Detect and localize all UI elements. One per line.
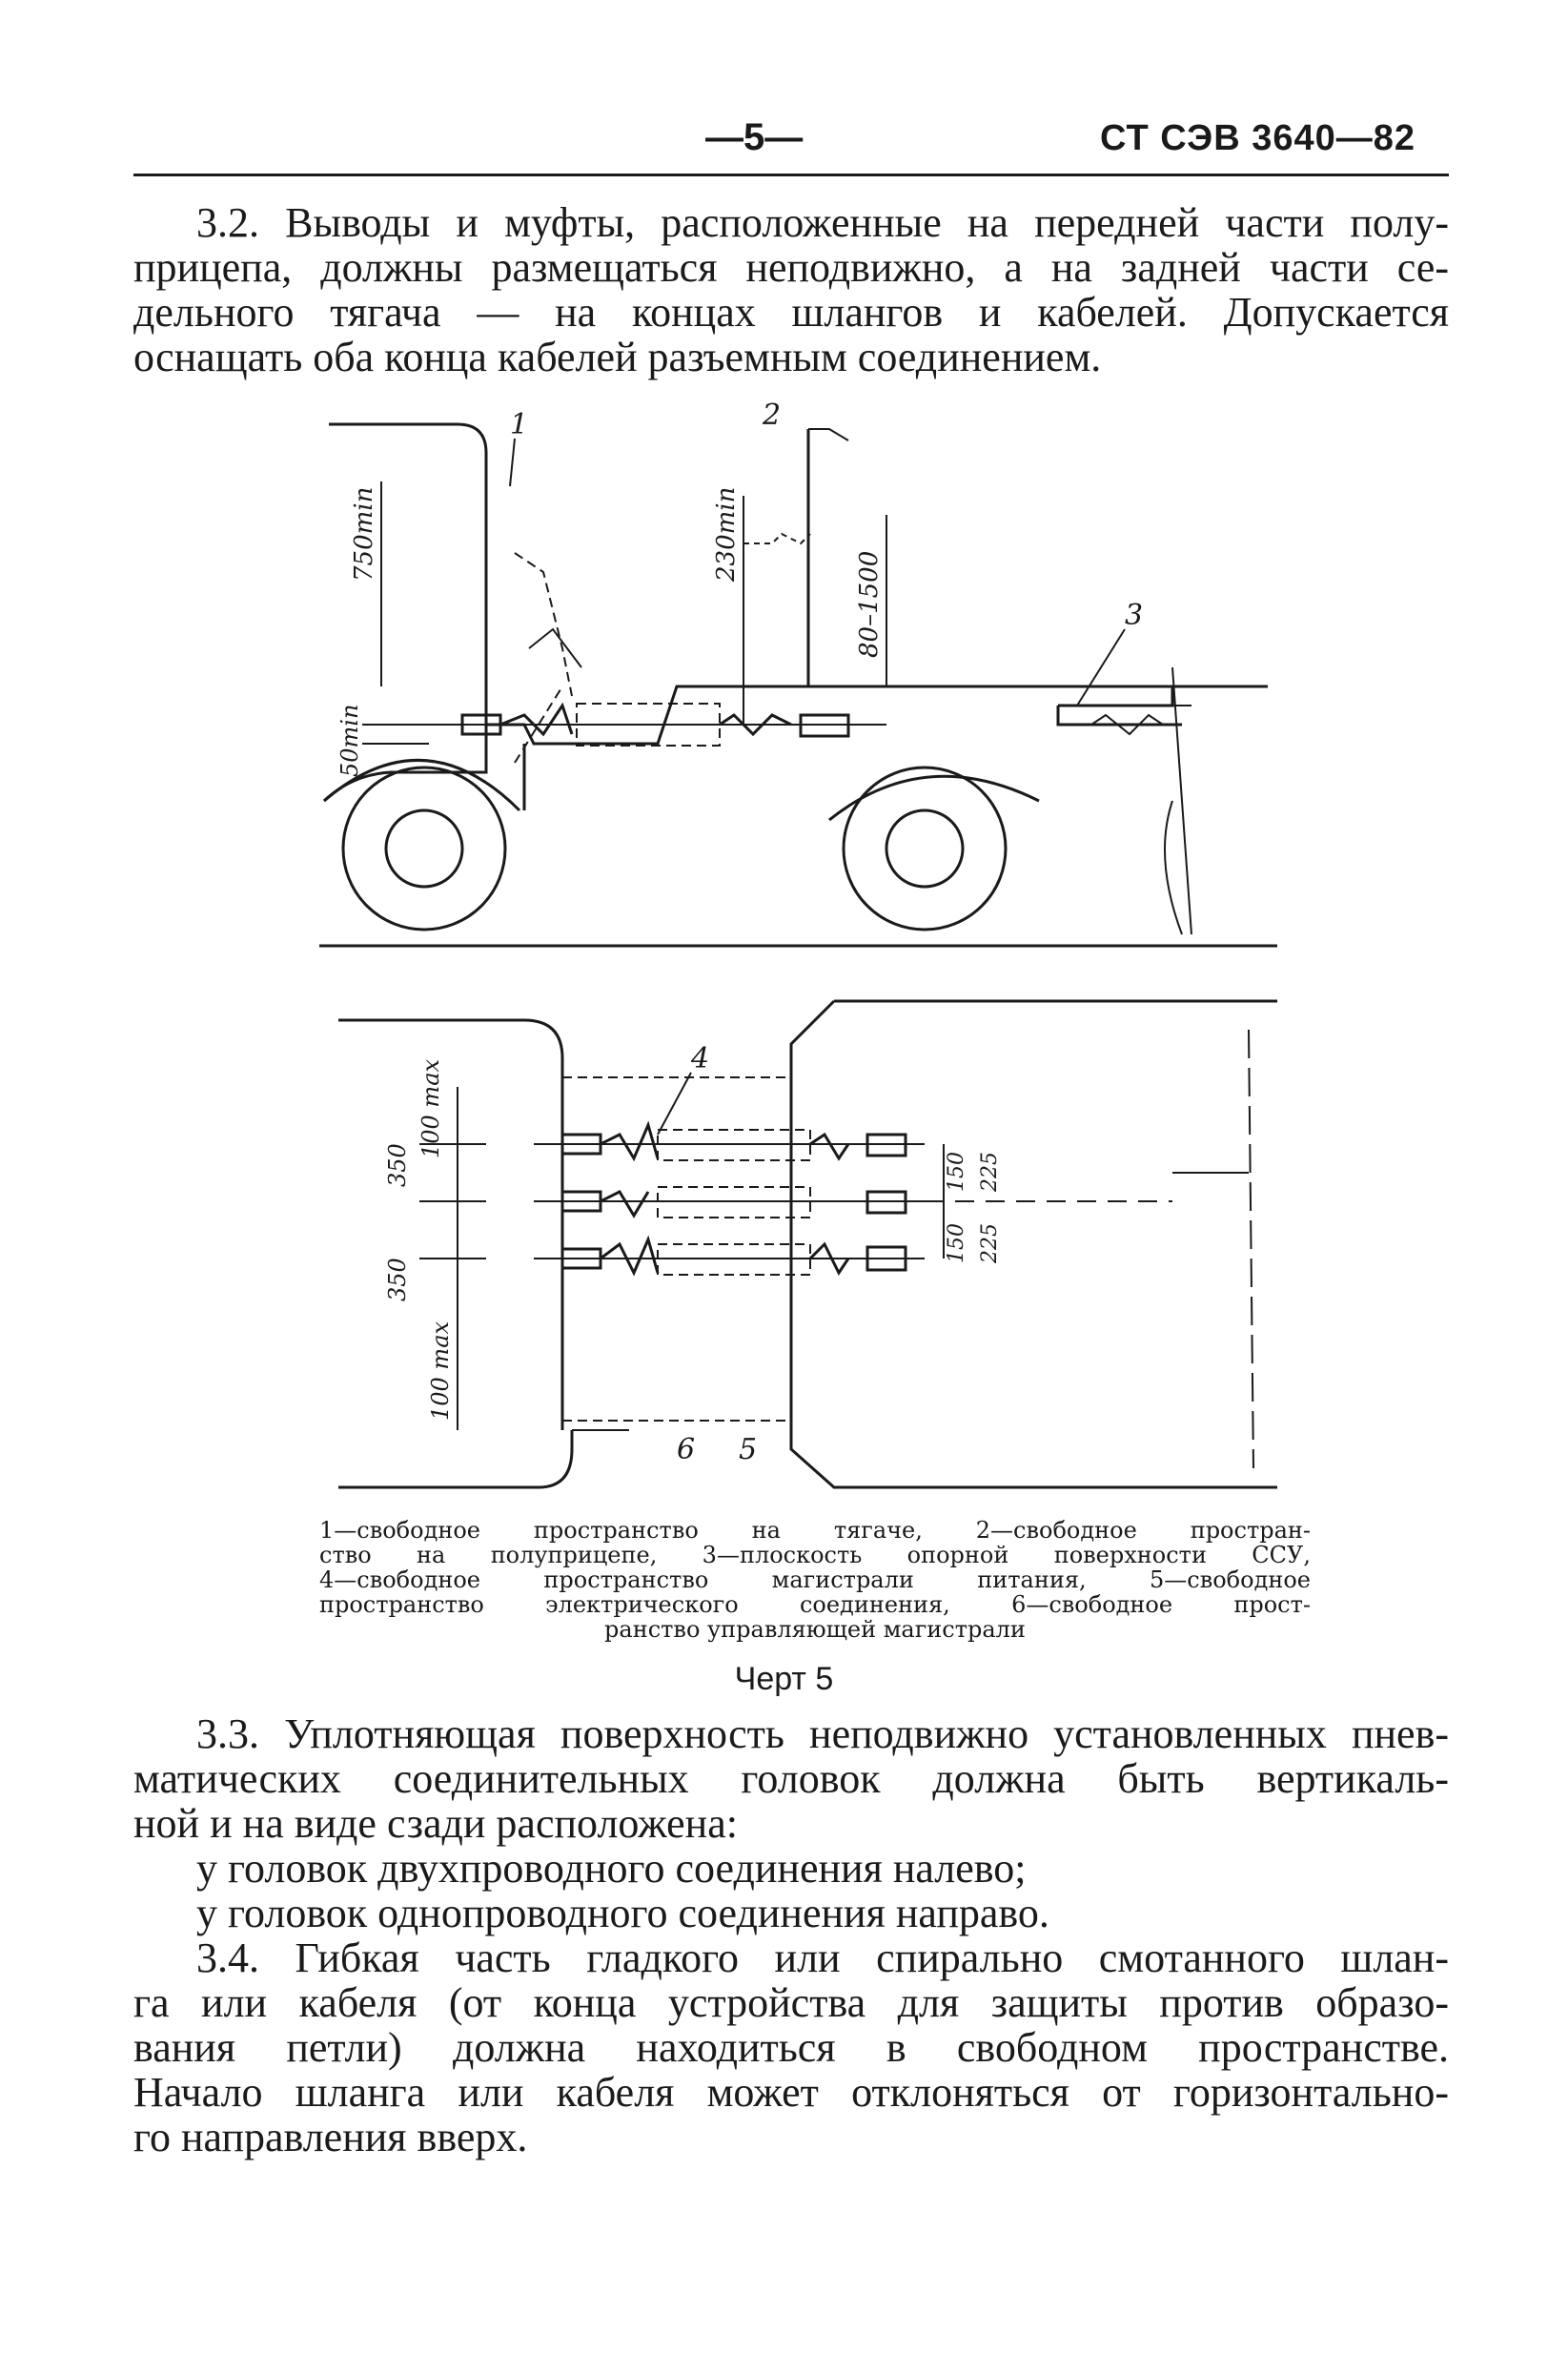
figure-label: Черт 5 — [734, 1661, 834, 1697]
upper-side-view: 750min 50min 230min 80–1500 1 2 3 — [319, 400, 1277, 948]
paragraph-line: га или кабеля (от конца устройства для з… — [133, 1979, 1449, 2026]
trailer-front-wall — [806, 429, 848, 688]
paragraph-line: го направления вверх. — [133, 2114, 528, 2160]
callout-2: 2 — [762, 400, 781, 432]
tractor-top-outline — [338, 1018, 564, 1087]
dim-150-bottom: 150 — [945, 1223, 968, 1263]
dim-100max-bottom: 100 max — [427, 1320, 454, 1421]
callout-6: 6 — [677, 1433, 695, 1466]
paragraph-line: прицепа, должны размещаться неподвижно, … — [133, 244, 1449, 291]
caption-line: ранство управляющей магистрали — [604, 1616, 1026, 1643]
dim-100max-top: 100 max — [417, 1058, 444, 1158]
callout-4: 4 — [690, 1042, 709, 1075]
rear-wheel — [842, 766, 1008, 931]
dim-150-top: 150 — [945, 1152, 968, 1192]
fifth-wheel-plate — [1056, 686, 1182, 727]
paragraph-line: 3.3. Уплотняющая поверхность неподвижно … — [196, 1710, 1449, 1757]
page-number: —5— — [705, 116, 804, 158]
dim-350-top: 350 — [384, 1143, 411, 1187]
caption-line: пространство электрического соединения, … — [319, 1591, 1311, 1618]
hose-line-bottom — [534, 1235, 925, 1277]
callout-3: 3 — [1125, 599, 1143, 632]
callout-1: 1 — [510, 408, 528, 441]
dim-230min: 230min — [712, 487, 741, 583]
dim-750min: 750min — [350, 487, 378, 582]
paragraph-3-3: 3.3. Уплотняющая поверхность неподвижно … — [133, 1711, 1449, 1935]
callout-5: 5 — [739, 1433, 757, 1466]
paragraph-line: Начало шланга или кабеля может отклонять… — [133, 2069, 1449, 2116]
dim-80-1500: 80–1500 — [855, 551, 884, 658]
figure-chert-5: 750min 50min 230min 80–1500 1 2 3 — [319, 400, 1277, 1489]
paragraph-line: дельного тягача — на концах шлангов и ка… — [133, 289, 1449, 336]
dim-225-bottom: 225 — [978, 1223, 1002, 1264]
tractor-frame — [486, 685, 1268, 746]
rear-wheel-hub — [885, 809, 965, 889]
paragraph-3-4: 3.4. Гибкая часть гладкого или спирально… — [133, 1935, 1449, 2160]
hose-line-top — [534, 1120, 925, 1162]
paragraph-line: у головок однопроводного соединения напр… — [196, 1890, 1049, 1936]
hose-line-middle — [534, 1186, 925, 1218]
paragraph-line: у головок двухпроводного соединения нале… — [196, 1845, 1027, 1892]
standard-code: СТ СЭВ 3640—82 — [1099, 118, 1415, 158]
paragraph-line: оснащать оба конца кабелей разъемным сое… — [133, 334, 1102, 380]
caption-line: ство на полуприцепе, 3—плоскость опорной… — [319, 1542, 1311, 1568]
paragraph-line: ной и на виде сзади расположена: — [133, 1800, 738, 1847]
dim-50min: 50min — [336, 705, 363, 777]
header-rule — [133, 174, 1449, 176]
front-wheel — [341, 766, 507, 931]
dim-225-top: 225 — [978, 1152, 1002, 1193]
trailer-top-outline — [789, 999, 1277, 1489]
paragraph-line: 3.2. Выводы и муфты, расположенные на пе… — [196, 199, 1449, 246]
lower-top-view: 350 100 max 350 100 max 150 150 225 225 … — [338, 999, 1277, 1489]
paragraph-line: 3.4. Гибкая часть гладкого или спирально… — [196, 1934, 1449, 1981]
paragraph-line: вания петли) должна находиться в свободн… — [133, 2024, 1449, 2071]
caption-line: 4—свободное пространство магистрали пита… — [319, 1566, 1311, 1593]
front-wheel-hub — [384, 809, 464, 889]
figure-caption: 1—свободное пространство на тягаче, 2—св… — [319, 1518, 1311, 1642]
paragraph-3-2: 3.2. Выводы и муфты, расположенные на пе… — [133, 200, 1449, 379]
dim-350-bottom: 350 — [384, 1258, 411, 1301]
caption-line: 1—свободное пространство на тягаче, 2—св… — [319, 1517, 1311, 1544]
paragraph-line: матических соединительных головок должна… — [133, 1755, 1449, 1802]
